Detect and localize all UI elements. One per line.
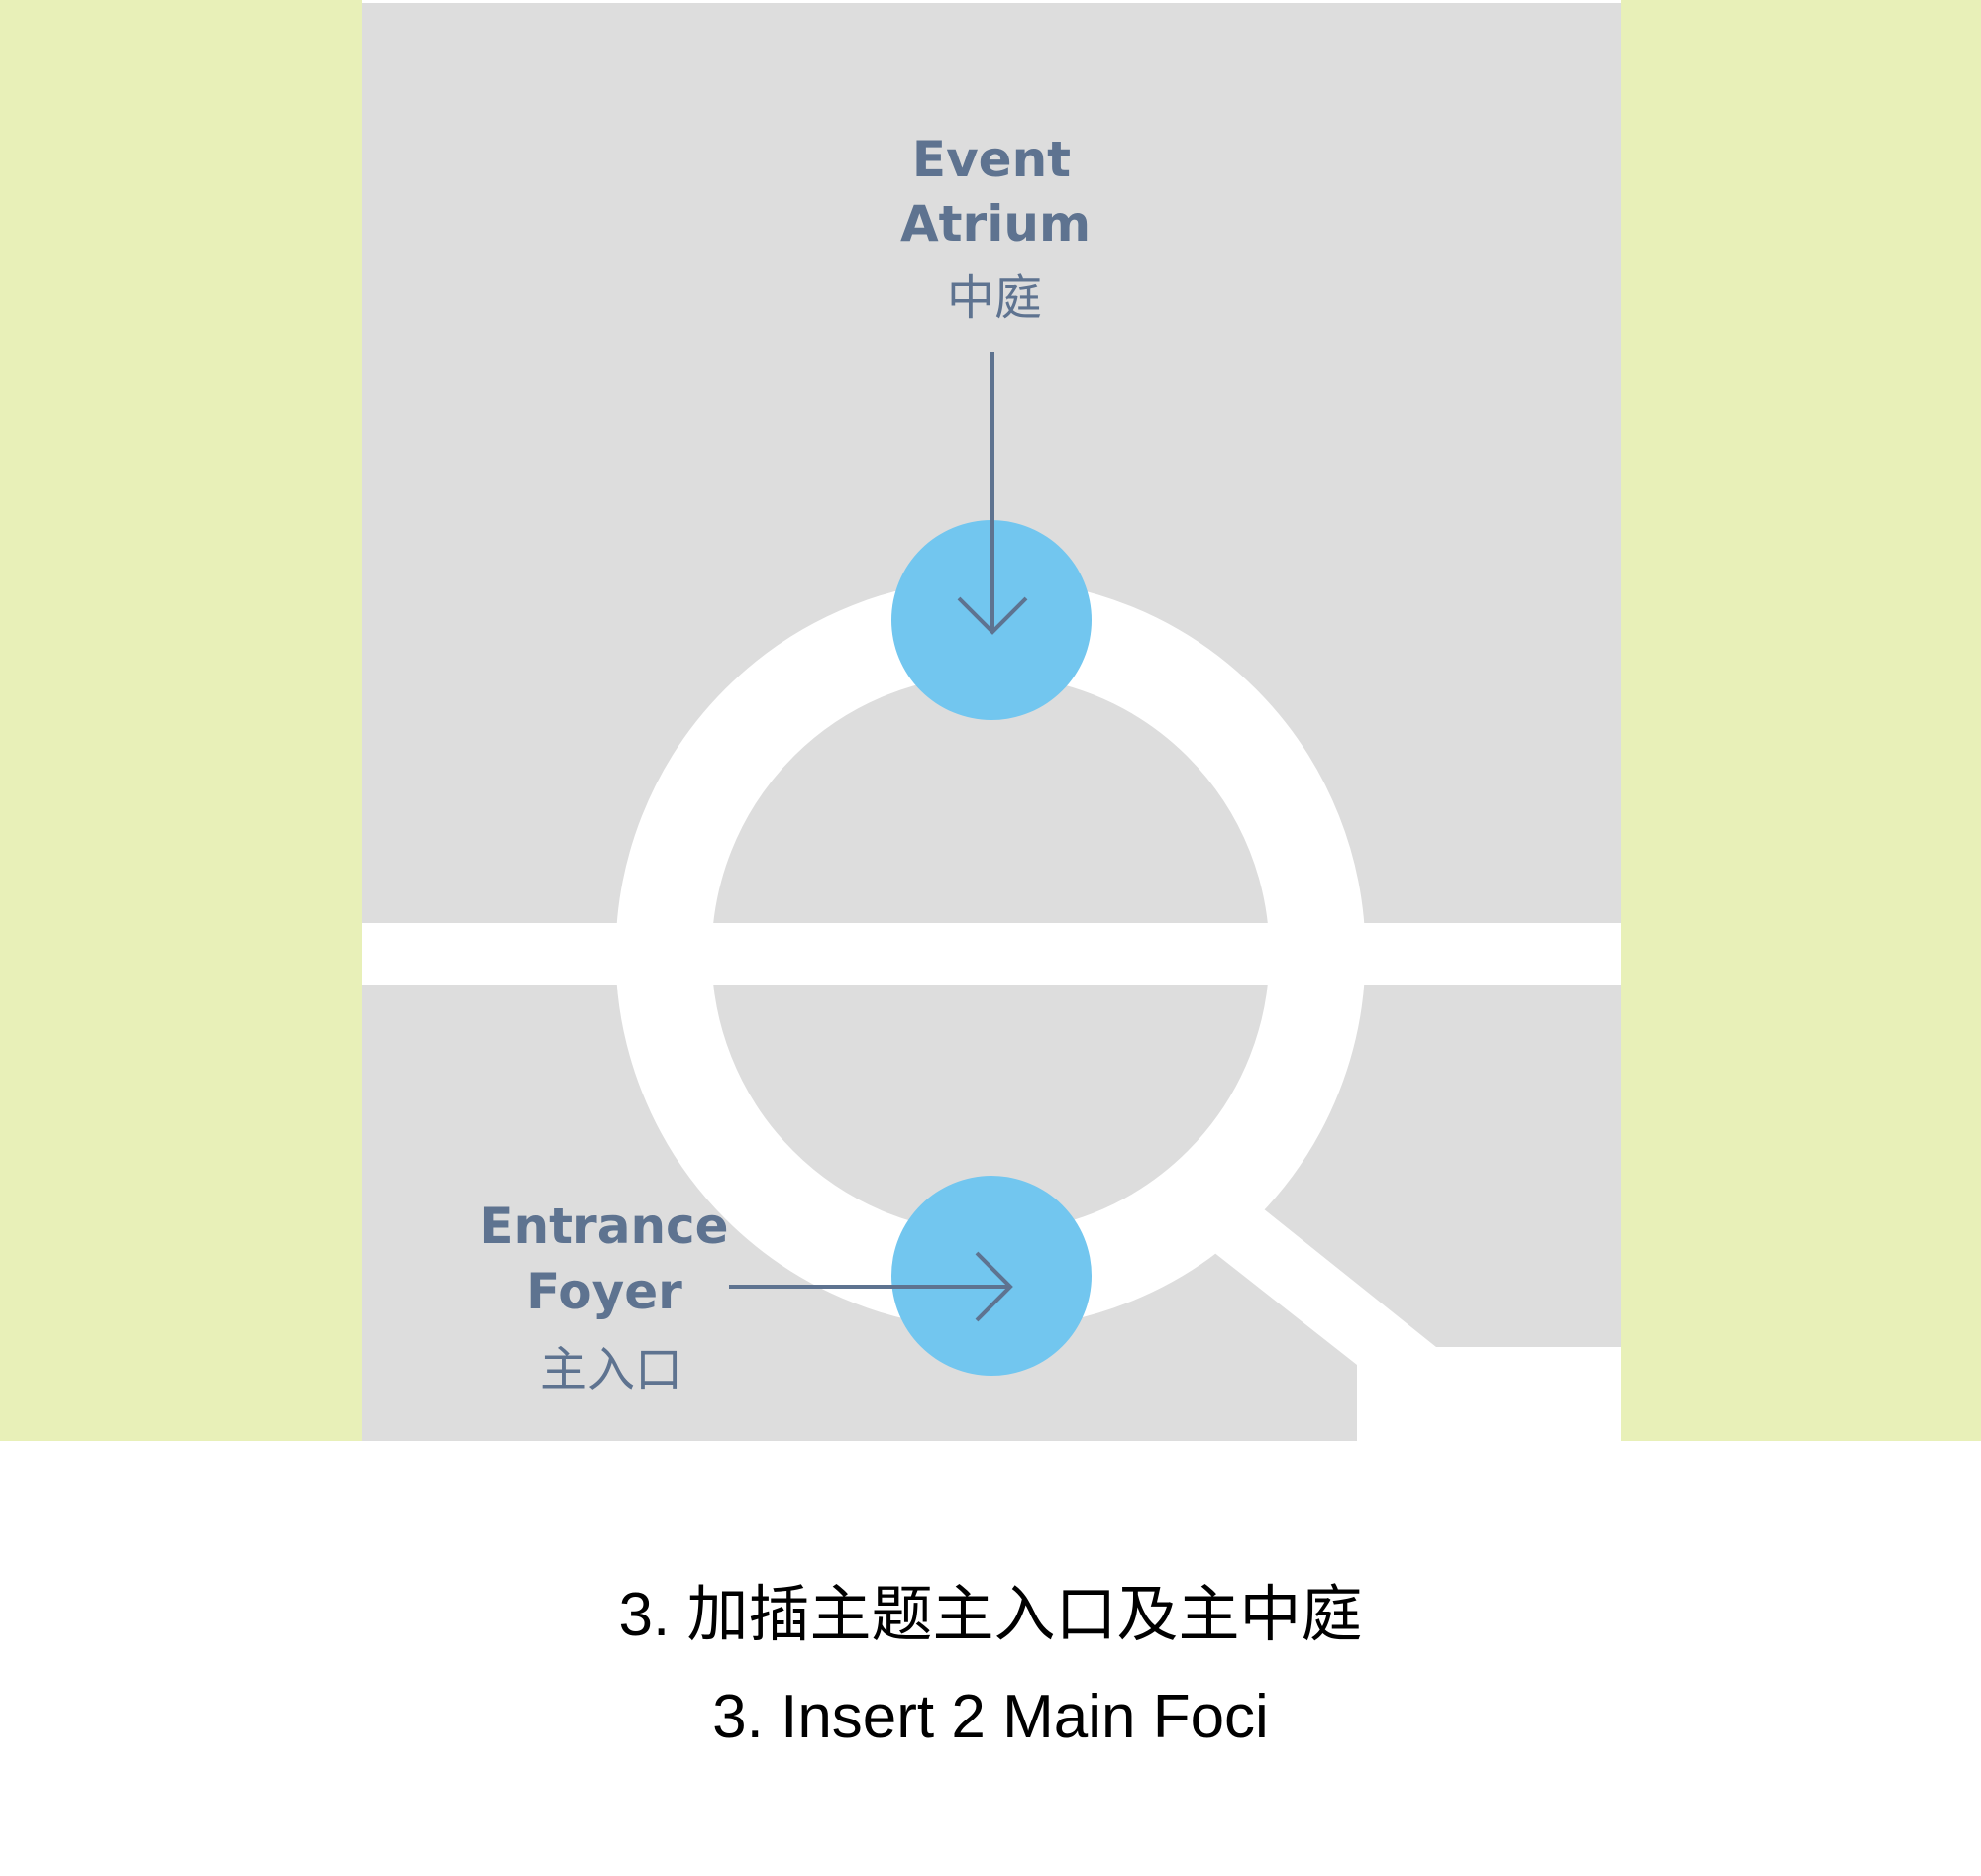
entrance-foyer-label-line1: Entrance bbox=[479, 1198, 728, 1255]
right-green-strip bbox=[1621, 0, 1981, 1441]
entrance-foyer-label-zh: 主入口 bbox=[540, 1342, 682, 1398]
diagonal-corridor bbox=[1208, 1208, 1621, 1441]
event-atrium-label-zh: 中庭 bbox=[947, 270, 1042, 326]
entrance-foyer-label-line2: Foyer bbox=[526, 1263, 682, 1320]
event-atrium-label-line1: Event bbox=[912, 131, 1071, 188]
event-atrium-arrow-head bbox=[957, 596, 1028, 635]
left-green-strip bbox=[0, 0, 362, 1441]
horizontal-corridor bbox=[362, 923, 1621, 985]
site-plan-diagram: Event Atrium 中庭 Entrance Foyer 主入口 bbox=[0, 0, 1981, 1441]
entrance-foyer-arrow-head bbox=[975, 1251, 1013, 1322]
caption-chinese: 3. 加插主题主入口及主中庭 bbox=[618, 1581, 1363, 1649]
entrance-foyer-focus-circle bbox=[891, 1176, 1092, 1376]
caption-english: 3. Insert 2 Main Foci bbox=[712, 1683, 1269, 1751]
event-atrium-label-line2: Atrium bbox=[900, 195, 1091, 253]
